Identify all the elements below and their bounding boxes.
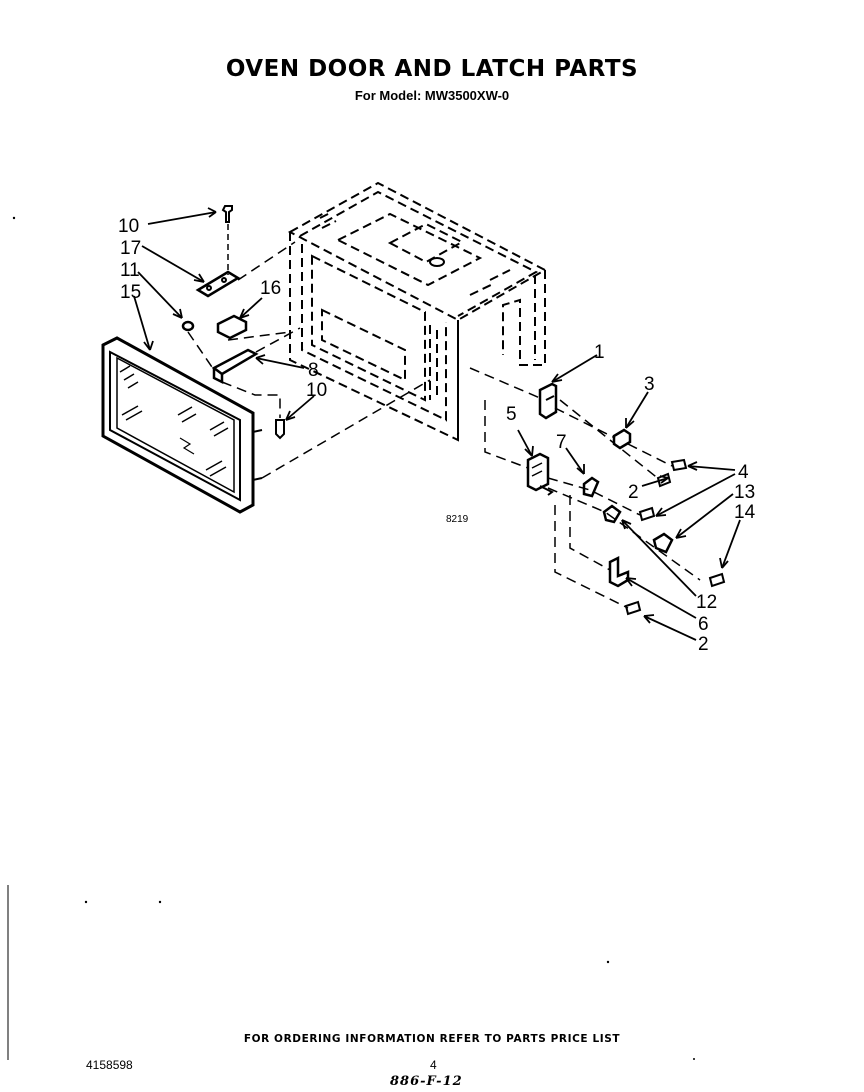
hinge-screw-top xyxy=(221,205,233,223)
callout-12: 12 xyxy=(696,592,717,613)
switch-mounting-bracket xyxy=(526,452,554,496)
callout-13: 13 xyxy=(734,482,755,503)
interlock-switch xyxy=(582,476,600,498)
oven-door-glass-panel xyxy=(101,336,255,514)
secondary-switch xyxy=(652,532,674,554)
page-number: 4 xyxy=(430,1058,437,1072)
monitor-switch xyxy=(602,504,622,524)
callout-17: 17 xyxy=(120,238,141,259)
latch-assembly-lines xyxy=(469,367,701,609)
callout-16: 16 xyxy=(260,278,281,299)
callout-11: 11 xyxy=(120,260,140,281)
switch-screw xyxy=(624,572,726,616)
turntable-hub-icon xyxy=(429,257,445,267)
scan-specks xyxy=(12,216,695,1060)
model-subtitle: For Model: MW3500XW-0 xyxy=(354,88,510,103)
latch-screw xyxy=(638,458,688,522)
latch-lever xyxy=(538,382,558,420)
page-title: OVEN DOOR AND LATCH PARTS xyxy=(225,56,639,82)
actuator-lever xyxy=(608,555,630,588)
callout-8: 8 xyxy=(308,360,319,381)
callout-10-bottom: 10 xyxy=(306,380,327,401)
callout-arrows xyxy=(133,207,741,641)
callout-3: 3 xyxy=(644,374,655,395)
callout-10-top: 10 xyxy=(118,216,139,237)
lower-hinge-bracket xyxy=(211,348,259,385)
ordering-note: FOR ORDERING INFORMATION REFER TO PARTS … xyxy=(243,1033,621,1045)
hinge-washer xyxy=(181,320,195,332)
oven-cabinet-outline xyxy=(287,181,548,442)
hinge-plate xyxy=(195,270,241,298)
handwritten-note: 886-F-12 xyxy=(390,1074,463,1089)
door-pin xyxy=(252,429,263,481)
hinge-spacer xyxy=(216,314,248,340)
callout-1: 1 xyxy=(594,342,605,363)
assembly-lines xyxy=(187,241,431,479)
document-number: 4158598 xyxy=(86,1058,133,1072)
callout-5: 5 xyxy=(506,404,517,425)
callout-15: 15 xyxy=(120,282,141,303)
callout-4: 4 xyxy=(738,462,749,483)
latch-spring xyxy=(612,428,632,450)
figure-number: 8219 xyxy=(446,514,469,525)
callout-2-upper: 2 xyxy=(628,482,639,503)
hinge-screw-bottom xyxy=(275,419,285,440)
callout-2-lower: 2 xyxy=(698,634,709,655)
callout-6: 6 xyxy=(698,614,709,635)
callout-7: 7 xyxy=(556,432,567,453)
callout-14: 14 xyxy=(734,502,756,523)
